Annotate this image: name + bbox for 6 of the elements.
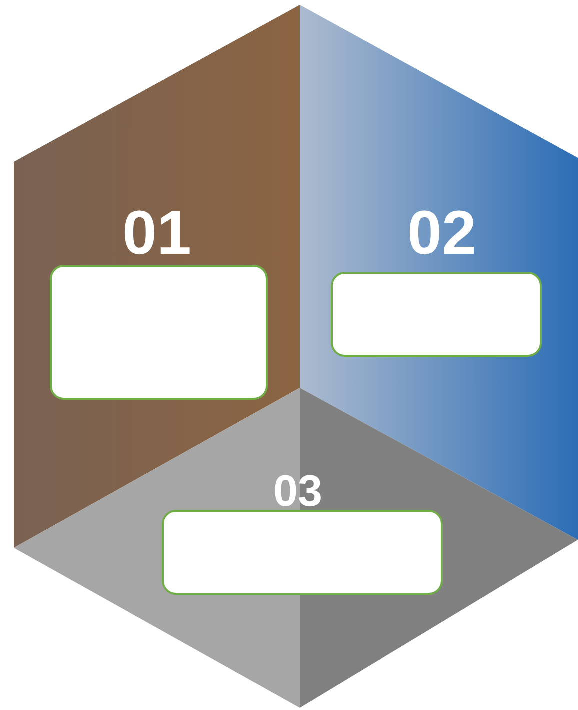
text-box bbox=[50, 265, 268, 400]
text-box bbox=[162, 510, 443, 595]
step-number: 03 bbox=[274, 470, 322, 514]
text-box bbox=[331, 272, 542, 357]
step-number: 02 bbox=[408, 203, 476, 265]
step-number: 01 bbox=[122, 203, 192, 265]
